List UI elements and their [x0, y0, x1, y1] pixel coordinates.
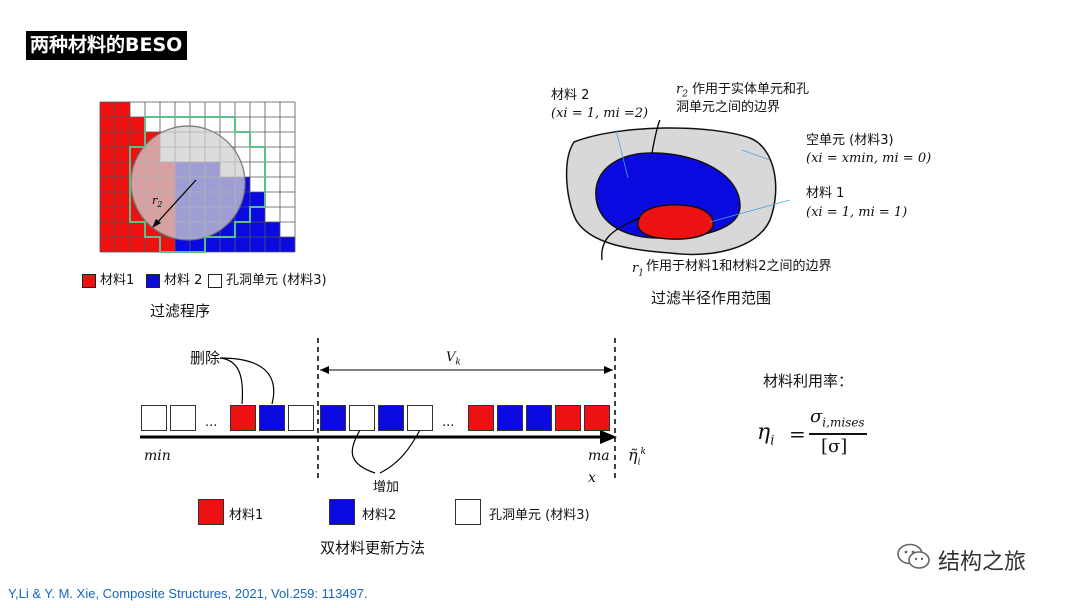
citation: Y,Li & Y. M. Xie, Composite Structures, …	[8, 586, 368, 601]
legend-swatch-void	[208, 274, 222, 288]
element-square	[259, 405, 285, 431]
legend-label-material1: 材料1	[100, 273, 135, 288]
filter-stencil-outline	[129, 116, 266, 253]
vk-arrow-left	[320, 366, 329, 374]
brand-name: 结构之旅	[938, 550, 1027, 575]
radius-label: r2	[152, 194, 162, 209]
filter-region-diagram	[565, 120, 790, 261]
void-leader	[741, 149, 771, 161]
mat2-props: (xi = 1, mi =2)	[551, 106, 649, 121]
delete-leader-1	[219, 357, 244, 405]
max-label-2: x	[588, 470, 596, 486]
legend-label-void: 孔洞单元 (材料3)	[489, 508, 590, 523]
axis-symbol: η̃ik	[628, 445, 646, 468]
wechat-icon	[897, 543, 930, 569]
element-square	[141, 405, 167, 431]
r2-note-line2: 洞单元之间的边界	[676, 100, 781, 115]
r2-symbol: r2	[676, 82, 688, 100]
legend-swatch-material1	[198, 499, 224, 525]
region-caption: 过滤半径作用范围	[651, 289, 772, 307]
legend-swatch-void	[455, 499, 481, 525]
r2-note-line1: 作用于实体单元和孔	[692, 82, 810, 97]
element-square	[170, 405, 196, 431]
element-square	[497, 405, 523, 431]
element-square	[288, 405, 314, 431]
ellipsis-right: ...	[442, 415, 455, 430]
mat1-leader	[709, 199, 790, 223]
r1-leader	[601, 217, 641, 261]
page-title: 两种材料的BESO	[26, 31, 188, 60]
radius-arrow-line	[155, 179, 197, 225]
r1-note: 作用于材料1和材料2之间的边界	[646, 259, 832, 274]
r2-leader	[651, 120, 661, 154]
vk-label: Vk	[446, 350, 461, 368]
element-square	[378, 405, 404, 431]
delete-leader-2	[219, 357, 275, 405]
formula-fraction-bar	[809, 433, 867, 435]
legend-label-material1: 材料1	[229, 508, 264, 523]
add-leader-2	[379, 429, 421, 474]
utilization-formula: ηi = σi,mises [σ]	[757, 406, 897, 466]
legend-swatch-material2	[146, 274, 160, 288]
mat2-title: 材料 2	[551, 88, 590, 103]
mat1-title: 材料 1	[806, 186, 845, 201]
element-square	[526, 405, 552, 431]
legend-label-material2: 材料2	[362, 508, 397, 523]
filter-caption: 过滤程序	[150, 302, 211, 320]
ellipsis-left: ...	[205, 415, 218, 430]
add-label: 增加	[373, 480, 400, 495]
filter-circle	[130, 125, 246, 241]
legend-label-material2: 材料 2	[164, 273, 203, 288]
mat2-leader	[615, 129, 629, 179]
r1-symbol: r1	[632, 261, 644, 279]
radius-arrow-head	[152, 219, 161, 228]
element-square	[584, 405, 610, 431]
axis-arrow-head	[600, 430, 617, 444]
void-title: 空单元 (材料3)	[806, 133, 894, 148]
element-square	[407, 405, 433, 431]
element-square	[230, 405, 256, 431]
legend-swatch-material2	[329, 499, 355, 525]
filter-grid-diagram: r2	[99, 101, 296, 253]
formula-equals: =	[789, 422, 806, 446]
update-method-diagram	[140, 338, 617, 478]
void-props: (xi = xmin, mi = 0)	[806, 151, 932, 166]
formula-heading: 材料利用率：	[763, 372, 854, 390]
legend-swatch-material1	[82, 274, 96, 288]
max-label-1: ma	[588, 448, 610, 464]
formula-numerator: σi,mises	[810, 406, 865, 430]
material1-region-shape	[637, 204, 714, 240]
legend-label-void: 孔洞单元 (材料3)	[226, 273, 327, 288]
formula-denominator: [σ]	[821, 436, 848, 457]
delete-label: 删除	[190, 349, 221, 367]
element-square	[555, 405, 581, 431]
element-square	[349, 405, 375, 431]
mat1-props: (xi = 1, mi = 1)	[806, 205, 908, 220]
element-square	[468, 405, 494, 431]
formula-lhs: ηi	[757, 420, 775, 449]
add-leader-1	[351, 429, 376, 474]
min-label: min	[144, 448, 171, 464]
element-square	[320, 405, 346, 431]
vk-arrow-right	[604, 366, 613, 374]
update-caption: 双材料更新方法	[320, 539, 426, 557]
